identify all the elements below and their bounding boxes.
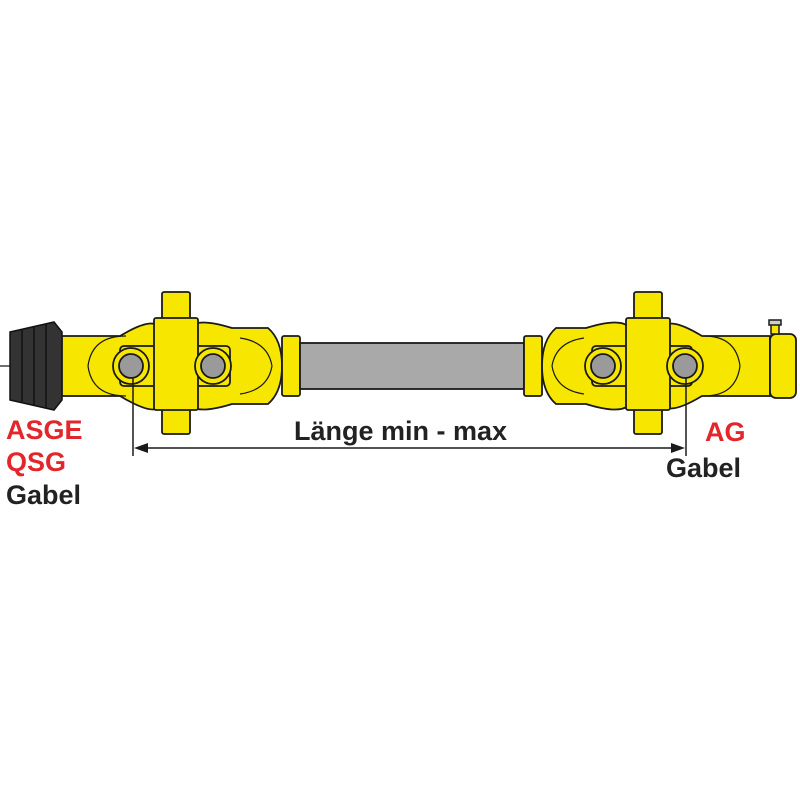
label-asge: ASGE	[6, 415, 83, 445]
left-joint-pins	[112, 347, 232, 385]
left-universal-joint	[61, 291, 301, 435]
rubber-cone	[9, 321, 63, 411]
profile-tube	[299, 342, 525, 390]
right-joint-pins	[584, 347, 704, 385]
length-label: Länge min - max	[294, 416, 508, 446]
label-ag: AG	[705, 417, 746, 447]
label-gabel-right: Gabel	[666, 453, 742, 483]
right-universal-joint	[523, 291, 797, 435]
length-dimension	[132, 378, 687, 456]
grease-nipple	[768, 319, 782, 335]
label-qsg: QSG	[6, 447, 67, 477]
label-gabel-left: Gabel	[6, 480, 82, 510]
